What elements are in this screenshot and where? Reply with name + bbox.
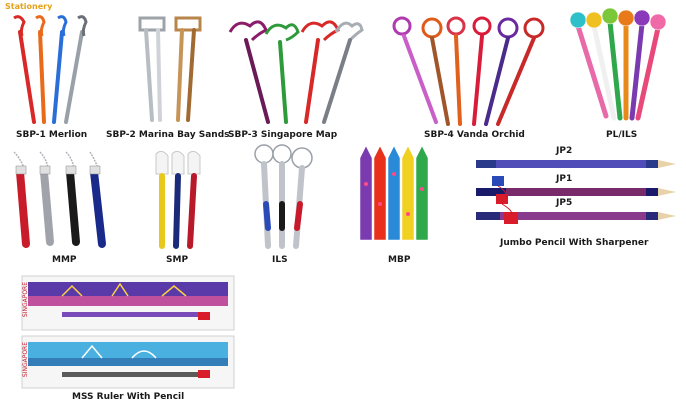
plils-label: PL/ILS [606, 130, 638, 140]
jp5-pencil [476, 212, 676, 220]
ils-label: ILS [272, 255, 288, 265]
sbp4-label: SBP-4 Vanda Orchid [424, 130, 525, 140]
jp5-label: JP5 [556, 198, 573, 208]
smp-label: SMP [166, 255, 189, 265]
mss-package-2 [21, 335, 235, 389]
sbp3-image [228, 20, 364, 124]
sbp4-image [392, 16, 545, 126]
sbp2-image [138, 16, 202, 122]
mss-package-1 [21, 275, 235, 331]
smp-image [155, 150, 201, 249]
section-header: Stationery [5, 2, 53, 11]
jp2-pencil [476, 160, 676, 168]
mss-ruler-text-1: SINGAPORE [22, 282, 29, 318]
sbp1-label: SBP-1 Merlion [16, 130, 88, 140]
ils-image [254, 144, 313, 249]
jp1-label: JP1 [556, 174, 573, 184]
sbp2-label: SBP-2 Marina Bay Sands [106, 130, 230, 140]
mmp-image [13, 151, 106, 248]
plils-image [569, 7, 667, 121]
sharpeners [492, 176, 518, 224]
sbp1-image [13, 15, 88, 124]
sbp3-label: SBP-3 Singapore Map [228, 130, 338, 140]
mbp-image [359, 145, 429, 241]
mss-label: MSS Ruler With Pencil [72, 392, 185, 402]
jumbo-label: Jumbo Pencil With Sharpener [500, 238, 649, 248]
mmp-label: MMP [52, 255, 77, 265]
mss-ruler-text-2: SINGAPORE [22, 342, 29, 378]
jp2-label: JP2 [556, 146, 573, 156]
mbp-label: MBP [388, 255, 411, 265]
jp1-pencil [476, 188, 676, 196]
